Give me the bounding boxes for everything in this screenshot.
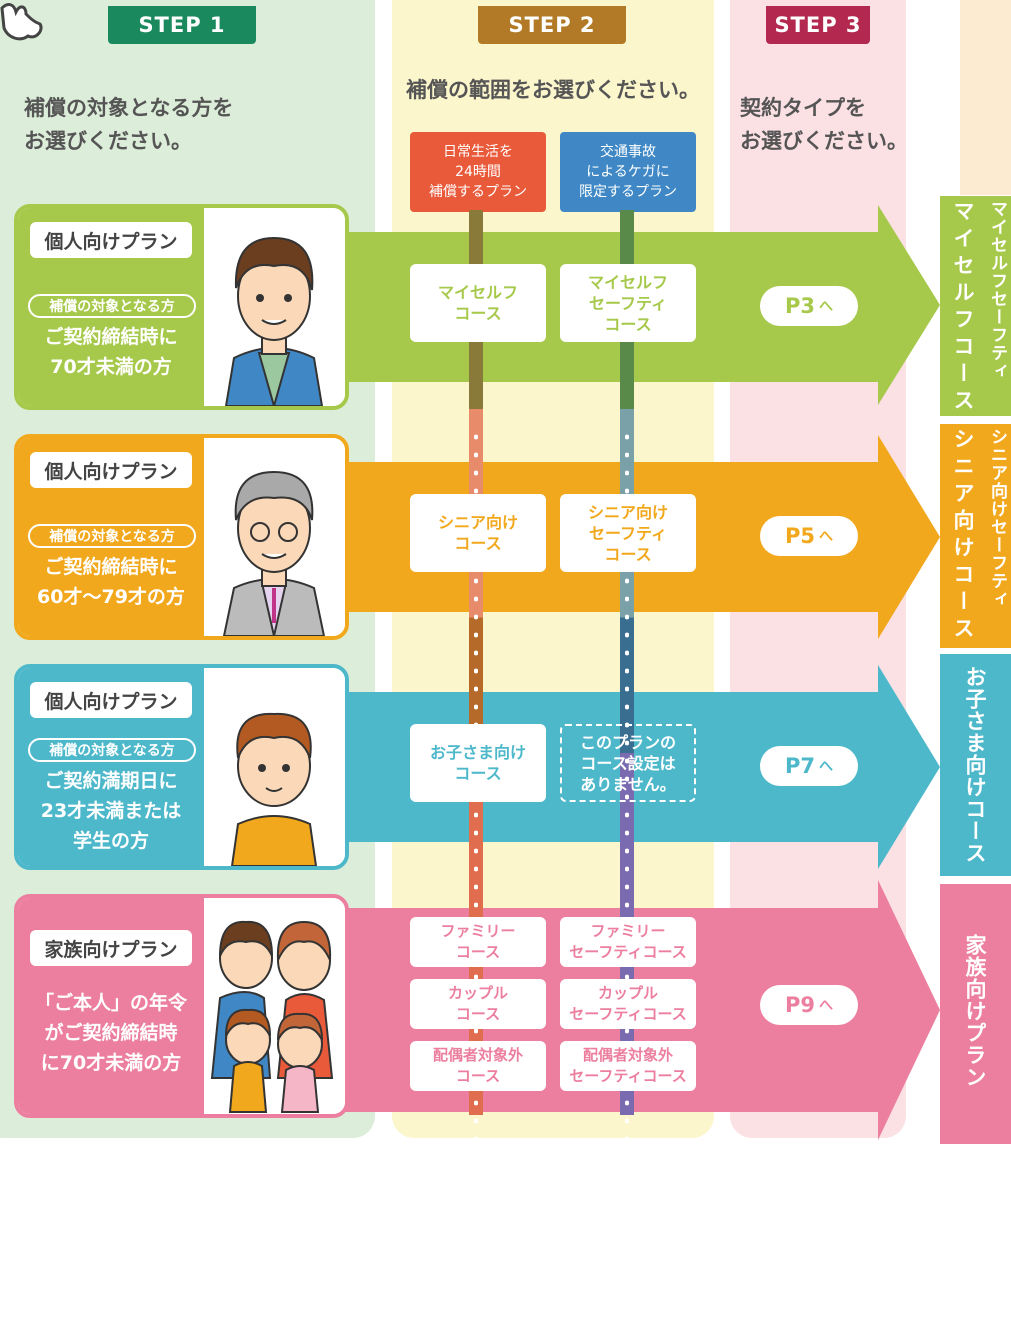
senior-man-avatar <box>222 470 326 636</box>
chevron-up-icon: へ <box>819 759 833 775</box>
row1-course-traffic[interactable]: マイセルフ セーフティ コース <box>560 264 696 342</box>
step3-instruction: 契約タイプを お選びください。 <box>740 96 908 153</box>
row1-arrowhead <box>878 205 940 405</box>
row3-no-course-note: このプランの コース設定は ありません。 <box>560 724 696 802</box>
row1-target-text: ご契約締結時に 70才未満の方 <box>44 326 178 378</box>
chevron-up-icon: へ <box>819 299 833 315</box>
chevron-up-icon: へ <box>819 998 833 1014</box>
row4-course-couple[interactable]: カップル コース <box>410 979 546 1029</box>
row4-course-no-spouse-safety[interactable]: 配偶者対象外 セーフティコース <box>560 1041 696 1091</box>
row2-target-card[interactable]: 個人向けプラン 補償の対象となる方 ご契約締結時に 60才〜79才の方 <box>14 434 349 640</box>
row4-target-text: 「ご本人」の年令 がご契約締結時 に70才未満の方 <box>34 992 187 1074</box>
step2-header: STEP 2 <box>478 6 626 44</box>
chevron-up-icon: へ <box>819 529 833 545</box>
row2-plan-label: 個人向けプラン <box>30 452 192 488</box>
row1-plan-label: 個人向けプラン <box>30 222 192 258</box>
row2-course-tag: シニア向けセーフティ シニア向けコース <box>940 424 1011 648</box>
step1-header: STEP 1 <box>108 6 256 44</box>
row4-course-no-spouse[interactable]: 配偶者対象外 コース <box>410 1041 546 1091</box>
row4-course-family-safety[interactable]: ファミリー セーフティコース <box>560 917 696 967</box>
row1-course-tag: マイセルフセーフティ マイセルフコース <box>940 196 1011 416</box>
step2-instruction: 補償の範囲をお選びください。 <box>406 78 700 102</box>
row4-target-card[interactable]: 家族向けプラン 「ご本人」の年令 がご契約締結時 に70才未満の方 <box>14 894 349 1118</box>
row4-plan-label: 家族向けプラン <box>30 930 192 966</box>
row2-target-badge: 補償の対象となる方 <box>28 524 196 548</box>
child-avatar <box>230 712 318 866</box>
top-right-strip <box>960 0 1011 195</box>
row4-course-family[interactable]: ファミリー コース <box>410 917 546 967</box>
row3-target-badge: 補償の対象となる方 <box>28 738 196 762</box>
row4-arrowhead <box>878 880 940 1140</box>
row3-plan-label: 個人向けプラン <box>30 682 192 718</box>
row3-course-daily[interactable]: お子さま向け コース <box>410 724 546 802</box>
column-header-traffic: 交通事故 によるケガに 限定するプラン <box>560 132 696 212</box>
daily-connector-line <box>469 210 483 1318</box>
row3-arrowhead <box>878 665 940 869</box>
column-header-daily: 日常生活を 24時間 補償するプラン <box>410 132 546 212</box>
row1-target-card[interactable]: 個人向けプラン 補償の対象となる方 ご契約締結時に 70才未満の方 <box>14 204 349 410</box>
row3-target-card[interactable]: 個人向けプラン 補償の対象となる方 ご契約満期日に 23才未満または 学生の方 <box>14 664 349 870</box>
step3-header: STEP 3 <box>766 6 870 44</box>
row2-target-text: ご契約締結時に 60才〜79才の方 <box>37 556 185 608</box>
row3-target-text: ご契約満期日に 23才未満または 学生の方 <box>40 770 182 852</box>
step1-instruction: 補償の対象となる方を お選びください。 <box>24 96 234 153</box>
row2-arrowhead <box>878 435 940 639</box>
row3-course-tag: お子さま向けコース <box>940 654 1011 876</box>
hand-icon <box>0 3 43 41</box>
row2-course-traffic[interactable]: シニア向け セーフティ コース <box>560 494 696 572</box>
row4-course-couple-safety[interactable]: カップル セーフティコース <box>560 979 696 1029</box>
row1-target-badge: 補償の対象となる方 <box>28 294 196 318</box>
family-avatar <box>210 920 334 1113</box>
row2-course-daily[interactable]: シニア向け コース <box>410 494 546 572</box>
traffic-connector-line <box>620 210 634 1318</box>
row1-course-daily[interactable]: マイセルフ コース <box>410 264 546 342</box>
row4-course-tag: 家族向けプラン <box>940 884 1011 1144</box>
young-man-avatar <box>224 236 324 406</box>
